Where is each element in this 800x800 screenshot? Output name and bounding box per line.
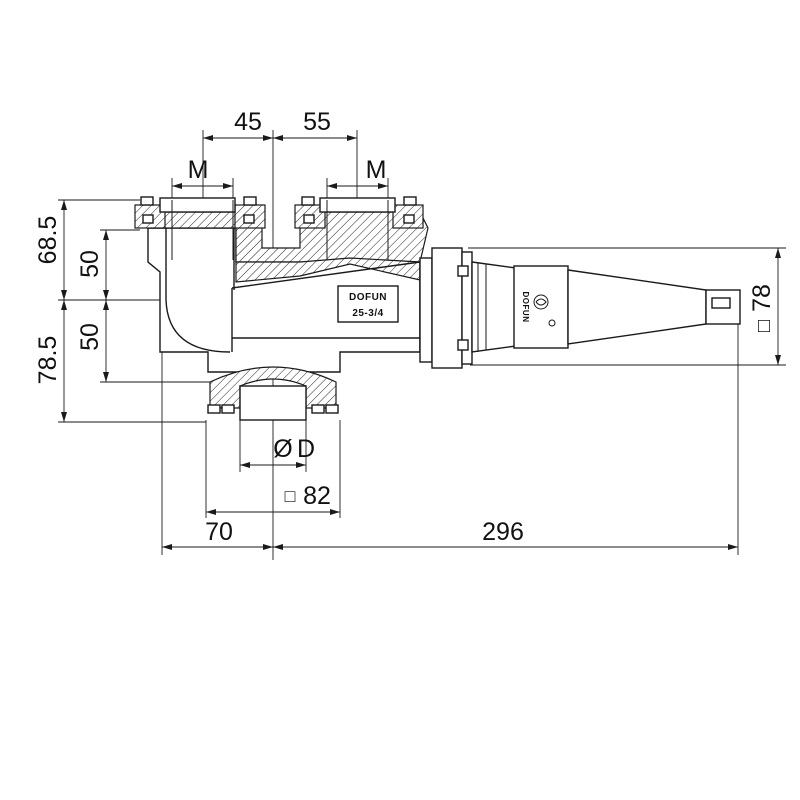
dim-height-upper: 68.5 xyxy=(34,216,62,265)
dim-top-left-spacing: 45 xyxy=(234,108,262,136)
dim-top-right-spacing: 55 xyxy=(303,108,331,136)
dim-shank-square-value: 78 xyxy=(748,284,776,312)
square-symbol-icon: □ xyxy=(285,486,296,506)
shank-label: DOFUN xyxy=(521,292,530,323)
dim-shank-square: □ 78 xyxy=(748,284,776,332)
dim-bore-diameter: D xyxy=(297,435,315,463)
dim-overall-length: 296 xyxy=(482,518,524,546)
diameter-symbol-icon: Ø xyxy=(273,435,292,463)
dim-height-lower-inner: 50 xyxy=(76,323,104,351)
label-plate-model: 25-3/4 xyxy=(352,308,383,319)
label-plate: DOFUN 25-3/4 xyxy=(337,285,399,323)
dim-thread-left: M xyxy=(188,156,209,184)
dim-height-upper-inner: 50 xyxy=(76,250,104,278)
dim-bottom-flange-square: 82 xyxy=(303,482,331,510)
manifold-body xyxy=(134,196,429,421)
dimension-lines xyxy=(58,130,786,560)
dimension-text: 45 55 M M 68.5 78.5 50 50 □ 78 Ø D □ 82 … xyxy=(34,108,776,546)
dim-height-lower: 78.5 xyxy=(34,336,62,385)
shank-assembly: DOFUN xyxy=(419,247,741,369)
dim-thread-right: M xyxy=(366,156,387,184)
dim-offset-left: 70 xyxy=(205,518,233,546)
brand-logo-icon xyxy=(533,294,549,310)
square-symbol-icon: □ xyxy=(753,320,775,332)
label-plate-brand: DOFUN xyxy=(349,292,387,303)
